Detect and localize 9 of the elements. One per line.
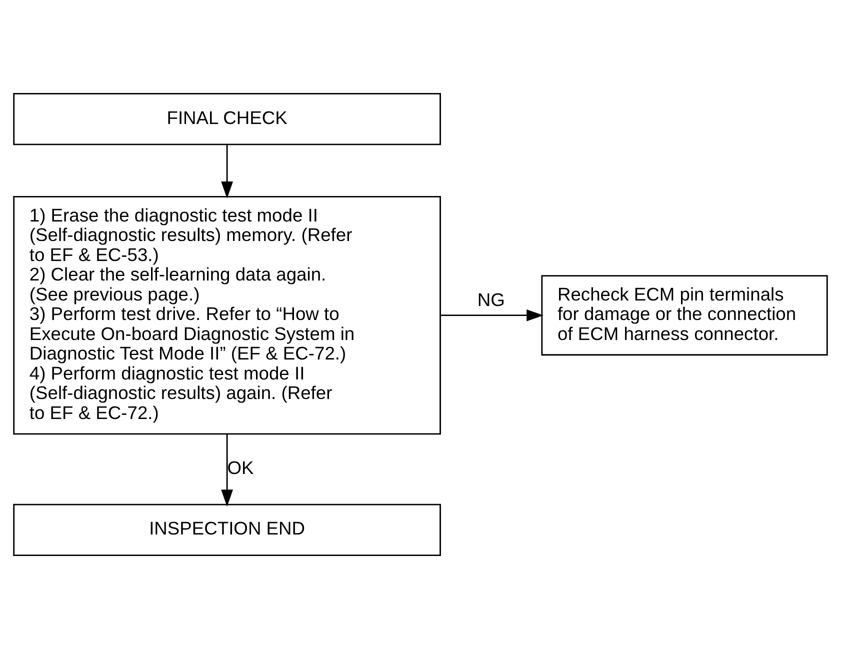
node-box: 1) Erase the diagnostic test mode II (Self-diagnostic results) memory. (Refer to EF & EC-53.) 2) Clear the self-learning data again. (See previous page.) 3) Perform test drive. Refer to “How to Execute On-board Diagnostic System in Diagnostic Test Mode II” (EF & EC-72.) 4) Perform diagnostic test mode II (Self-diagnostic results) again. (Refer to EF & EC-72.) <box>13 196 441 434</box>
edge-label: NG <box>477 288 505 310</box>
node-box: INSPECTION END <box>13 503 441 556</box>
node-box: FINAL CHECK <box>13 92 441 145</box>
arrow <box>221 434 233 506</box>
arrow <box>221 144 233 198</box>
arrow <box>440 308 544 321</box>
node-box: Recheck ECM pin terminals for damage or the connection of ECM harness connector. <box>541 274 828 356</box>
edge-label: OK <box>227 456 254 478</box>
